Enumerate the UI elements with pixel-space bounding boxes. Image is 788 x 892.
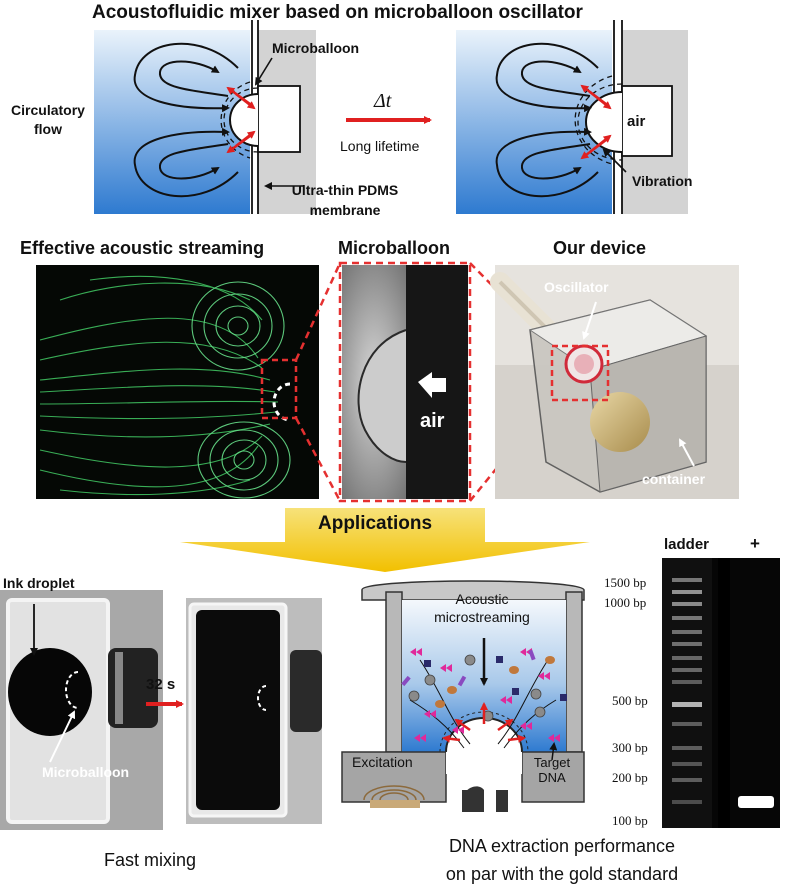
mixing-before-photo: [0, 590, 163, 830]
schematic-air-label: air: [627, 113, 646, 130]
extraction-schematic: [341, 580, 585, 812]
microballoon-air-label: air: [420, 410, 445, 432]
delta-t-label: Δt: [374, 90, 392, 112]
mixing-time-label: 32 s: [146, 676, 176, 693]
mixing-after-photo: [186, 598, 322, 824]
ink-droplet-label: Ink droplet: [3, 575, 75, 591]
membrane-label: Ultra-thin PDMS membrane: [291, 182, 399, 218]
container-label: container: [642, 471, 706, 487]
gel-lane-positive: +: [750, 534, 760, 553]
circulatory-flow-label: Circulatory flow: [11, 102, 85, 137]
fast-mixing-caption: Fast mixing: [104, 850, 197, 870]
long-lifetime-label: Long lifetime: [340, 138, 420, 154]
microballoon-title: Microballoon: [338, 238, 450, 258]
schematic-right: [456, 20, 688, 214]
gel-marker-300: 300 bp: [612, 740, 648, 755]
schematic-microballoon-label: Microballoon: [272, 40, 360, 56]
gel-marker-200: 200 bp: [612, 770, 648, 785]
gel-lane-ladder: ladder: [664, 536, 710, 553]
oscillator-label: Oscillator: [544, 279, 609, 295]
gel-image: [662, 558, 780, 828]
gel-marker-100: 100 bp: [612, 813, 648, 828]
applications-banner: [180, 508, 590, 572]
gel-marker-1500: 1500 bp: [604, 575, 647, 590]
microballoon-photo: [294, 261, 553, 503]
extraction-caption-line1: DNA extraction performance: [448, 836, 676, 856]
gel-marker-1000: 1000 bp: [604, 595, 647, 610]
acoustic-microstreaming-label: Acoustic microstreaming: [434, 591, 530, 625]
mixing-microballoon-label: Microballoon: [42, 764, 130, 780]
vibration-label: Vibration: [632, 173, 693, 189]
device-photo: [490, 265, 739, 499]
streaming-photo: [36, 265, 319, 499]
extraction-caption-line2: on par with the gold standard: [445, 864, 679, 884]
device-title: Our device: [553, 238, 647, 258]
gel-marker-500: 500 bp: [612, 693, 648, 708]
applications-label: Applications: [318, 513, 433, 534]
streaming-title: Effective acoustic streaming: [20, 238, 265, 258]
figure-title: Acoustofluidic mixer based on microballo…: [92, 2, 583, 23]
target-dna-label: Target DNA: [533, 755, 571, 785]
excitation-label: Excitation: [352, 754, 413, 770]
schematic-left: [94, 20, 316, 214]
